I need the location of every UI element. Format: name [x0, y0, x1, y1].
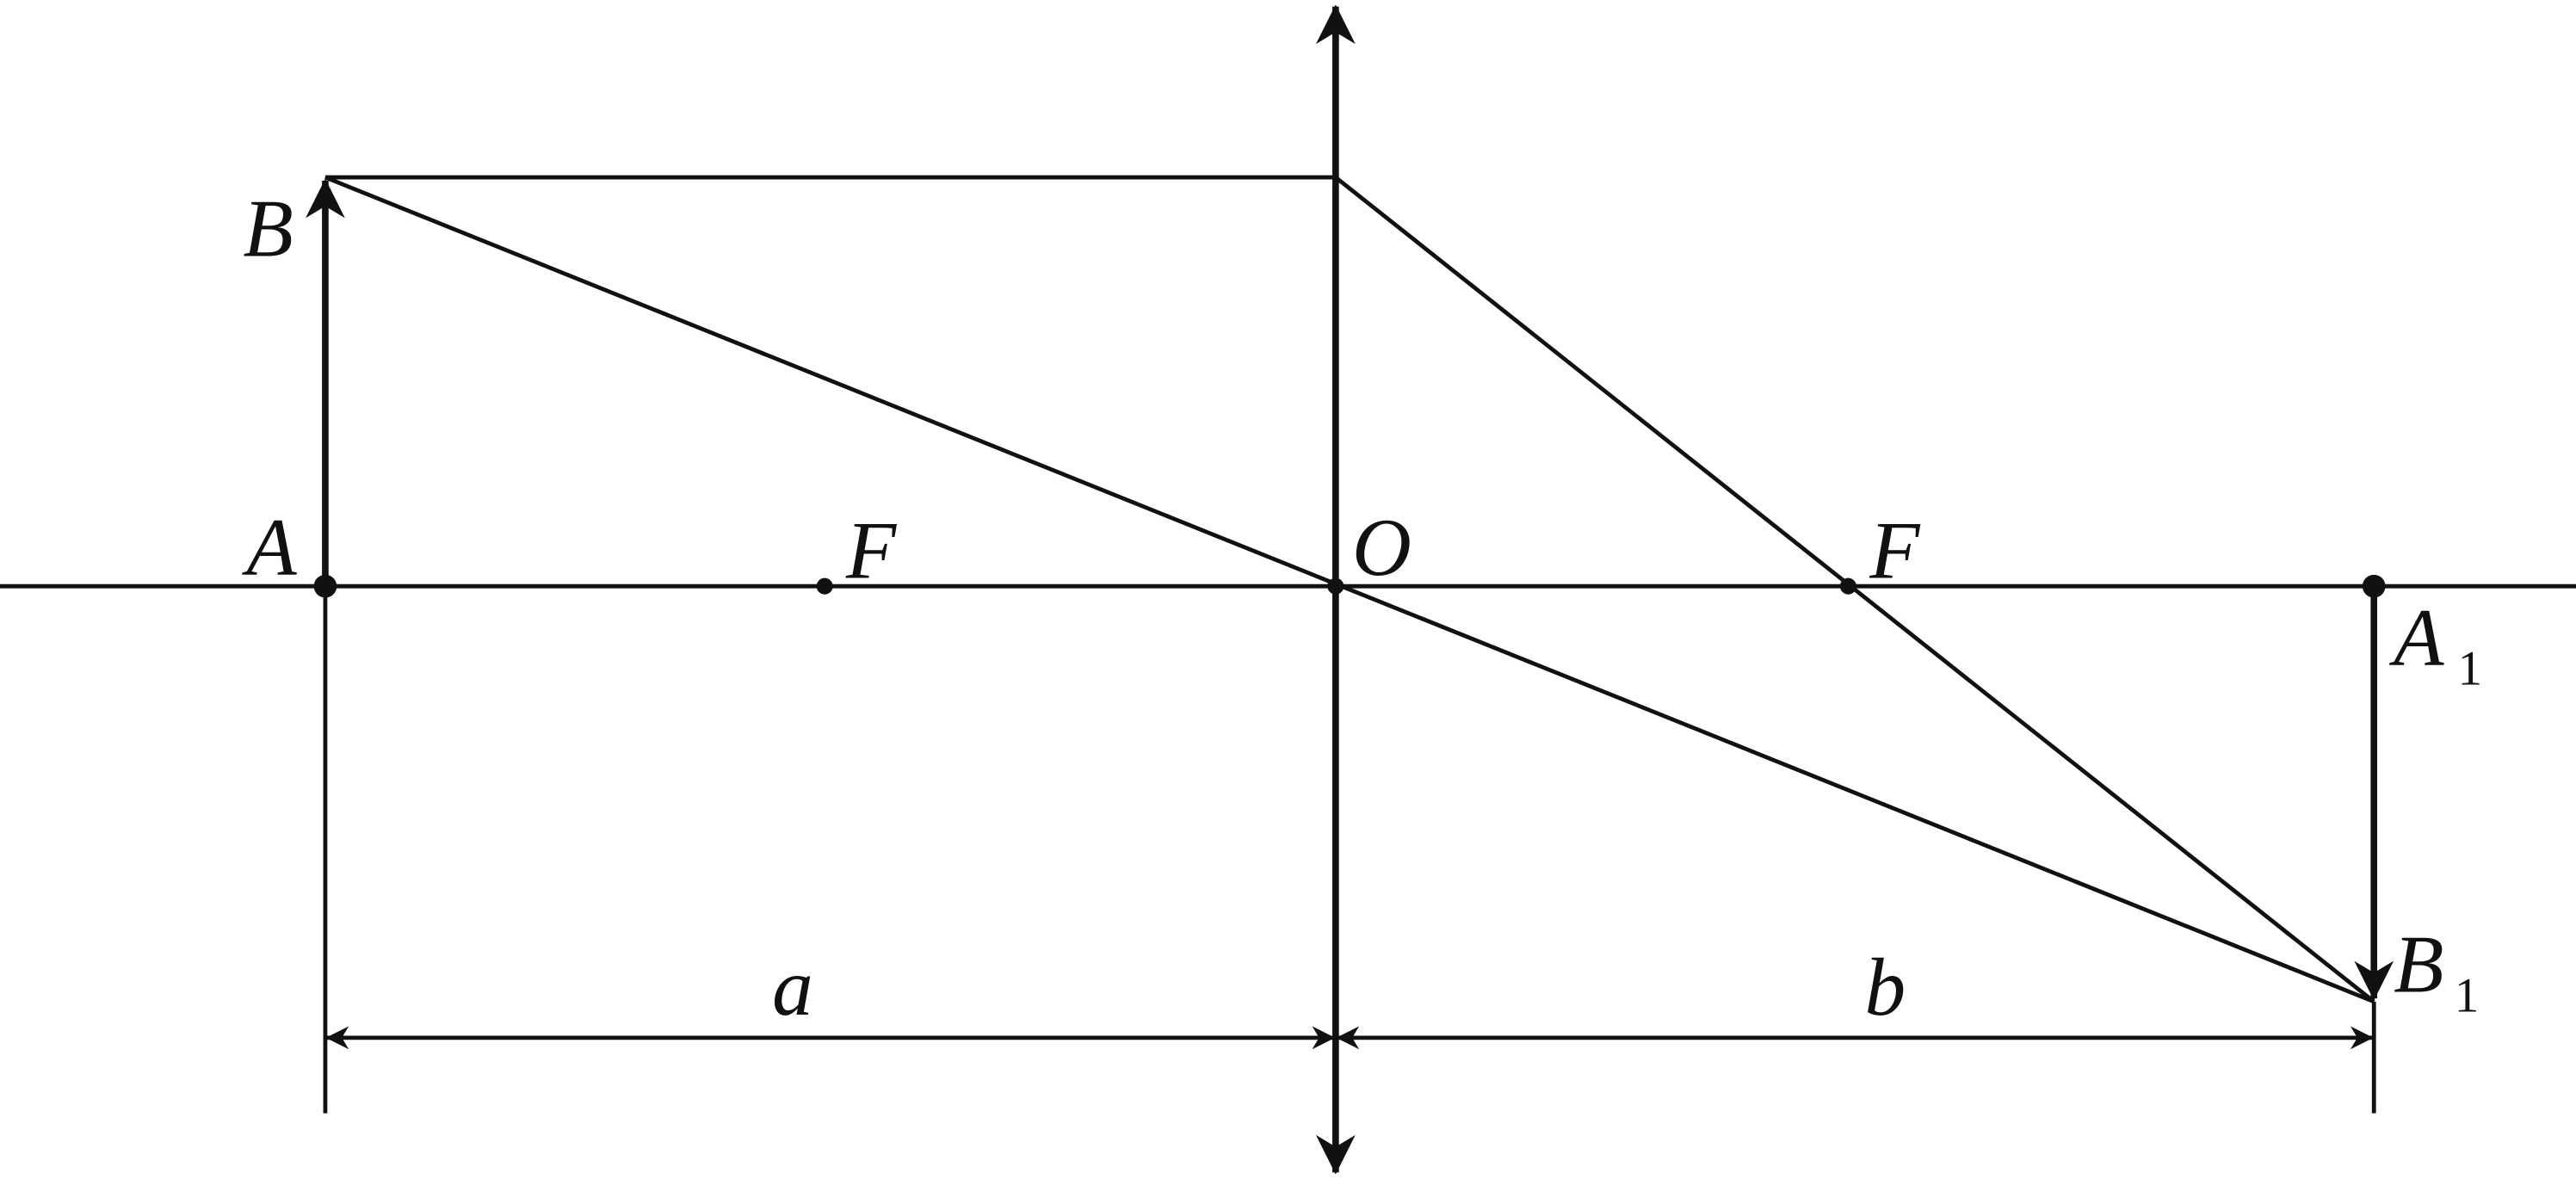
- point-A: [313, 574, 337, 598]
- point-F-right: [1839, 577, 1856, 595]
- point-A1: [2362, 574, 2386, 598]
- point-F-left: [816, 577, 833, 595]
- label-B: B: [244, 183, 293, 275]
- point-O: [1327, 577, 1344, 595]
- label-A1-subscript: 1: [2458, 642, 2483, 696]
- label-B1-subscript: 1: [2455, 968, 2480, 1022]
- label-a: a: [772, 941, 813, 1033]
- label-A1: A: [2388, 592, 2444, 683]
- label-b: b: [1864, 941, 1906, 1033]
- label-O: O: [1352, 502, 1412, 593]
- label-F-left: F: [845, 505, 898, 596]
- ray-through-center: [324, 175, 2375, 1004]
- label-F-right: F: [1869, 505, 1921, 596]
- label-A: A: [241, 502, 297, 593]
- label-B1: B: [2394, 918, 2443, 1009]
